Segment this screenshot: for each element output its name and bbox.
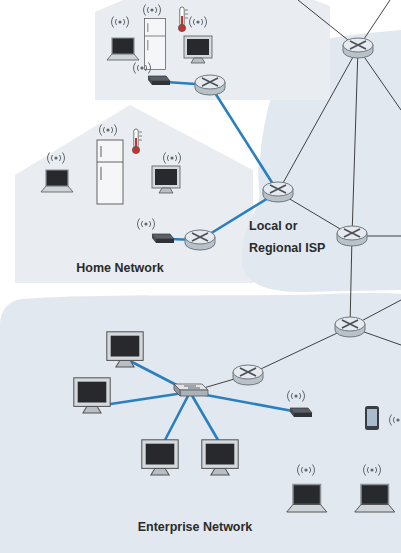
enterprise-region: Enterprise Network <box>0 285 401 553</box>
router-symbol <box>335 317 365 337</box>
region-outline <box>0 285 401 553</box>
monitor-symbol <box>202 440 238 475</box>
wifi-symbol <box>364 465 381 476</box>
isp-region: Local or Regional ISP <box>238 25 401 295</box>
region-label: Local or Regional ISP <box>249 215 343 259</box>
phone-symbol <box>365 406 379 430</box>
fridge-symbol <box>145 18 166 69</box>
wifi-symbol <box>134 63 151 74</box>
laptop-symbol <box>107 38 139 60</box>
wifi-symbol <box>390 415 401 426</box>
house-outline <box>95 0 330 100</box>
region-fill <box>0 293 401 553</box>
switch-symbol <box>174 384 208 396</box>
wifi-symbol <box>144 5 161 16</box>
wifi-symbol <box>112 17 129 28</box>
monitor-symbol <box>142 440 178 475</box>
thermometer-symbol <box>132 129 142 154</box>
region-label: Enterprise Network <box>90 516 300 538</box>
laptop-symbol <box>287 485 327 513</box>
region-label: Home Network <box>55 257 185 279</box>
fridge-symbol <box>97 140 123 204</box>
router-symbol <box>185 230 215 250</box>
modem-symbol <box>290 408 312 417</box>
laptop-symbol <box>41 170 73 192</box>
wifi-symbol <box>190 17 207 28</box>
router-symbol <box>337 226 367 246</box>
router-symbol <box>195 75 225 95</box>
home-network-house: Home Network <box>15 100 255 285</box>
modem-symbol <box>148 76 170 85</box>
wifi-symbol <box>164 153 181 164</box>
router-symbol <box>343 38 373 58</box>
wifi-symbol <box>48 153 65 164</box>
monitor-symbol <box>152 166 180 193</box>
monitor-symbol <box>107 332 143 367</box>
router-symbol <box>233 365 263 385</box>
backbone-links <box>190 0 401 392</box>
access-links <box>104 82 298 440</box>
wifi-symbol <box>100 125 117 136</box>
region-fill <box>15 105 253 283</box>
wifi-symbol <box>298 465 315 476</box>
region-outline <box>15 100 255 285</box>
monitor-symbol <box>184 36 212 63</box>
region-fill <box>242 30 401 292</box>
modem-symbol <box>152 234 174 243</box>
wifi-symbol <box>138 219 155 230</box>
thermometer-symbol <box>178 7 188 32</box>
router-symbol <box>263 182 293 202</box>
laptop-symbol <box>355 485 395 513</box>
wifi-symbol <box>288 391 305 402</box>
monitor-symbol <box>74 378 110 413</box>
